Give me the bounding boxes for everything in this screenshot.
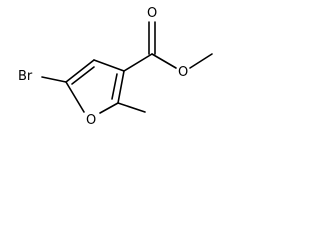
atom-label-ester-oxygen: O: [178, 65, 188, 80]
bond-o1-c2: [99, 102, 119, 114]
bond-c2-methyl: [117, 102, 146, 113]
atom-label-ring-oxygen: O: [86, 113, 96, 128]
atom-label-bromine: Br: [18, 69, 33, 84]
bond-carboxyl-ester-o: [151, 53, 177, 69]
bond-c4-c5-inner: [71, 66, 95, 85]
bond-c3-carboxyl: [123, 53, 153, 72]
bond-c2-c3-inner: [111, 73, 118, 100]
bond-ester-o-methyl: [189, 53, 213, 69]
bond-c5-br: [41, 76, 67, 83]
bond-c4-c5: [65, 59, 95, 83]
bond-c2-c3: [117, 70, 125, 104]
bond-c5-o1: [65, 81, 85, 113]
molecule-diagram: O O O Br: [18, 6, 213, 128]
bond-c3-c4: [93, 59, 125, 72]
atom-label-carbonyl-oxygen: O: [147, 6, 157, 21]
